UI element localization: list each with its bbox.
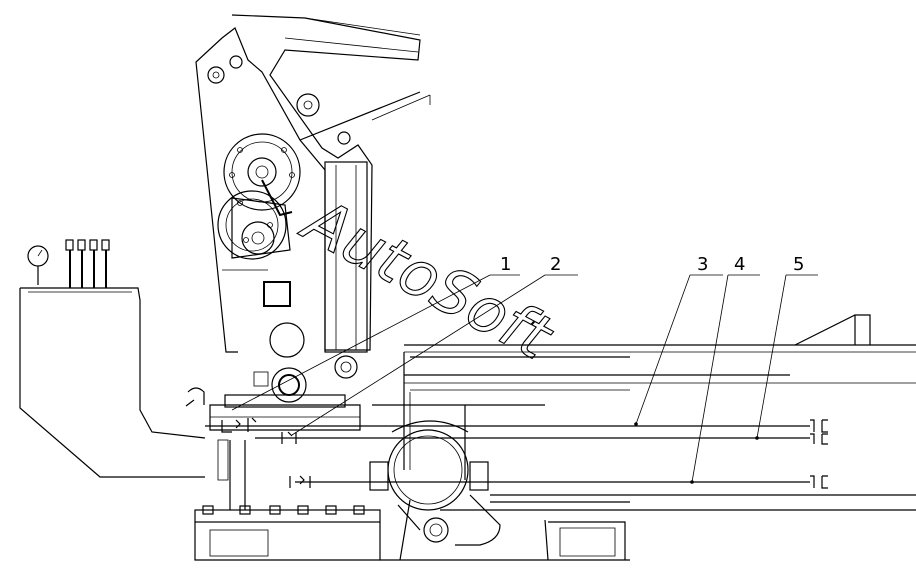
- crane-column: [195, 14, 431, 379]
- callout-5: 5: [793, 254, 804, 275]
- slewing-gear: [217, 133, 301, 307]
- callout-2: 2: [550, 254, 561, 275]
- callout-4: 4: [734, 254, 745, 275]
- swivel-base: [209, 322, 361, 431]
- callout-3: 3: [697, 254, 708, 275]
- callout-1: 1: [500, 254, 511, 275]
- control-valve-block: [19, 239, 206, 478]
- hydraulic-lines: [185, 387, 828, 489]
- watermark: AutoSoft: [289, 182, 565, 375]
- callout-leaders: [231, 274, 818, 484]
- chassis-frame: [194, 314, 916, 561]
